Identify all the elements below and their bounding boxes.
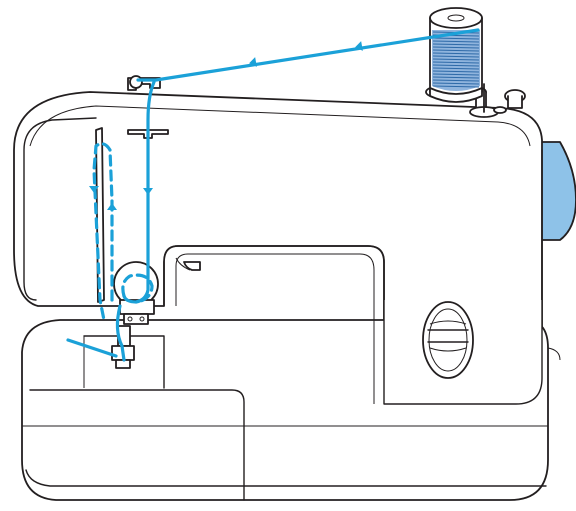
spool-winding-line: [432, 43, 480, 46]
spool-winding-line: [432, 79, 480, 82]
spool-winding-line: [432, 70, 480, 73]
face-plate: [23, 117, 97, 301]
direction-arrow-icon: [249, 57, 257, 67]
thread-tail: [66, 338, 118, 358]
thread-path: [66, 28, 480, 362]
machine-body: [13, 91, 549, 501]
spool-winding-line: [432, 49, 480, 52]
spool-winding-line: [432, 85, 480, 88]
spool-winding-line: [432, 82, 480, 85]
spool-winding-line: [432, 76, 480, 79]
thread-knob-loop: [121, 273, 154, 304]
spool-winding-line: [432, 46, 480, 49]
spool-winding-line: [432, 40, 480, 43]
direction-arrow-icon: [89, 186, 99, 193]
direction-arrow-icon: [143, 188, 153, 195]
spool-winding-line: [432, 64, 480, 67]
thread-tension-segment: [122, 80, 156, 304]
spool-winding-line: [432, 61, 480, 64]
thread-spool-to-guide: [136, 28, 480, 82]
spool-winding-line: [432, 37, 480, 40]
spool-winding-line: [432, 67, 480, 70]
thread-spool-icon: [429, 7, 483, 103]
direction-arrow-icon: [107, 203, 117, 210]
stitch-dial: [422, 301, 474, 379]
thread-needle-bar-loop: [92, 142, 114, 322]
spool-winding-line: [432, 52, 480, 55]
spool-winding-line: [432, 58, 480, 61]
direction-arrow-icon: [355, 41, 363, 51]
spool-winding-line: [432, 73, 480, 76]
spool-winding-line: [432, 55, 480, 58]
thread-to-needle: [115, 304, 126, 362]
